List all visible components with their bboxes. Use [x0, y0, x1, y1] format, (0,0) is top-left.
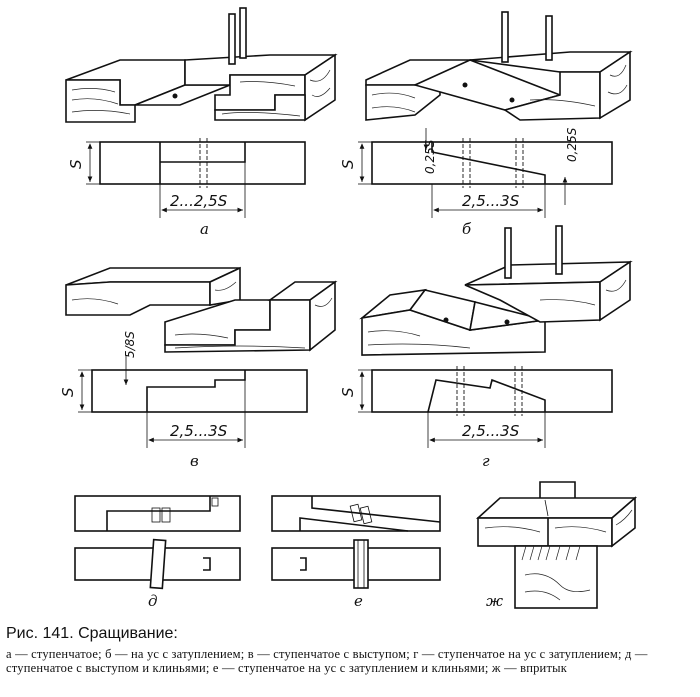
splicing-figure: S 2...2,5S а S 0,25S 0,25S — [59, 7, 638, 610]
panel-v-side-label: S — [59, 387, 77, 397]
panel-b-dim-label: 2,5...3S — [462, 192, 520, 210]
panel-zh-letter: ж — [486, 592, 503, 610]
panel-b-3d — [365, 11, 633, 121]
panel-g-letter: г — [482, 452, 490, 470]
panel-v-letter: в — [190, 452, 199, 470]
panel-v-dim-label: 2,5...3S — [170, 422, 228, 440]
panel-a-plan: S 2...2,5S а — [67, 138, 306, 238]
panel-b-side-label: S — [339, 159, 357, 169]
panel-d-letter: д — [148, 592, 158, 610]
panel-e: е — [271, 495, 441, 610]
panel-b-offset-left: 0,25S — [423, 139, 437, 174]
panel-d: д — [74, 495, 241, 610]
panel-b-offset-right: 0,25S — [565, 127, 579, 162]
figure-caption: Рис. 141. Сращивание: а — ступенчатое; б… — [6, 625, 696, 675]
figure-legend: а — ступенчатое; б — на ус с затуплением… — [6, 647, 648, 675]
panel-a-letter: а — [200, 220, 209, 238]
panel-g-side-label: S — [339, 387, 357, 397]
panel-b-plan: S 0,25S 0,25S 2,5...3S б — [339, 127, 613, 238]
panel-g-3d — [359, 225, 633, 356]
panel-zh: ж — [475, 481, 638, 610]
panel-a-side-label: S — [67, 159, 85, 169]
panel-g-dim-label: 2,5...3S — [462, 422, 520, 440]
panel-e-letter: е — [354, 592, 363, 610]
panel-a-dim-label: 2...2,5S — [170, 192, 228, 210]
panel-a-3d — [65, 7, 338, 123]
panel-v-plan: S 5/8S 2,5...3S в — [59, 331, 308, 470]
panel-g-plan: S 2,5...3S г — [339, 366, 613, 470]
panel-v-3d — [65, 266, 338, 353]
panel-v-step-label: 5/8S — [123, 331, 137, 358]
panel-b-letter: б — [462, 220, 472, 238]
figure-title: Рис. 141. Сращивание: — [6, 625, 178, 642]
